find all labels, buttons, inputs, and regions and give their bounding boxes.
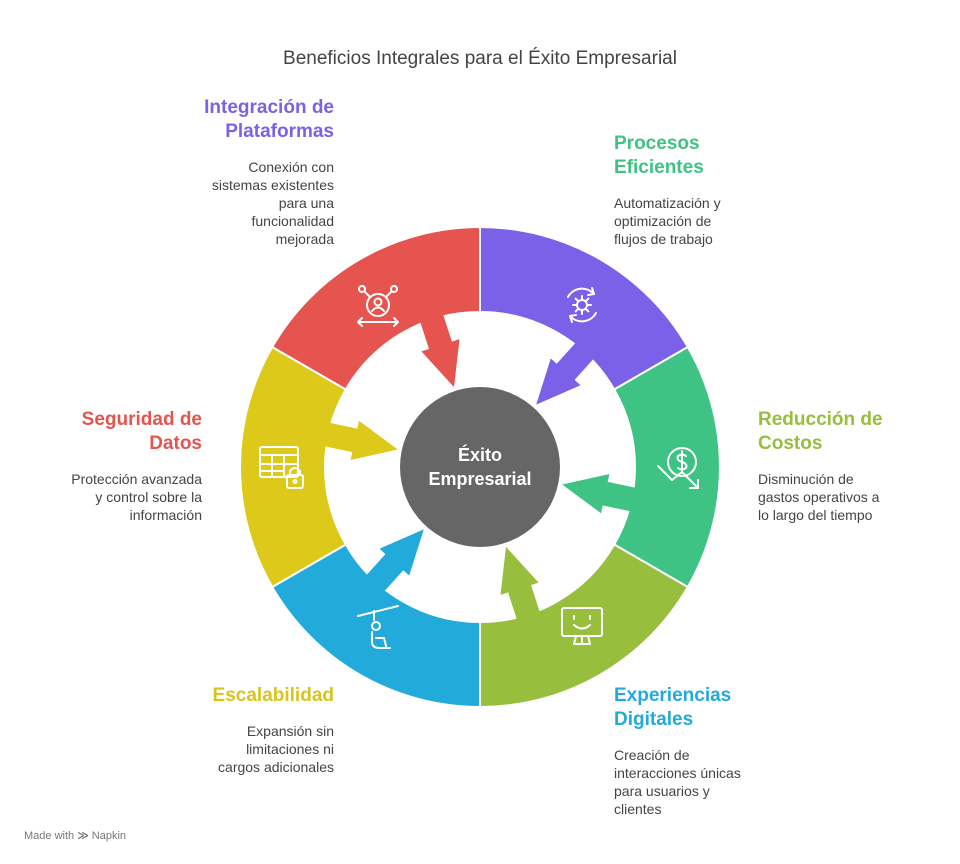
desc-line: para usuarios y [614, 783, 710, 799]
title-line: Datos [149, 433, 202, 454]
segment-description: Conexión con sistemas existentes para un… [114, 158, 334, 248]
desc-line: flujos de trabajo [614, 231, 713, 247]
center-line-2: Empresarial [428, 469, 532, 489]
gear-cycle-icon [567, 287, 597, 323]
title-line: Experiencias [614, 685, 732, 706]
desc-line: gastos operativos a [758, 489, 880, 505]
title-line: Integración de [204, 97, 334, 118]
title-line: Reducción de [758, 409, 883, 430]
title-line: Seguridad de [81, 409, 202, 430]
label-escalabilidad: Escalabilidad Expansión sin limitaciones… [114, 684, 334, 776]
segment-title: Procesos Eficientes [614, 132, 834, 180]
diagram-title: Beneficios Integrales para el Éxito Empr… [283, 48, 677, 69]
made-with-napkin: Made with ≫ Napkin [24, 829, 126, 842]
arrow-seguridad [419, 311, 460, 388]
label-experiencias-digitales: Experiencias Digitales Creación de inter… [614, 684, 834, 818]
segment-description: Protección avanzada y control sobre la i… [12, 470, 202, 524]
arrow-plataformas [536, 340, 596, 405]
ski-lift-icon [357, 605, 399, 649]
desc-line: cargos adicionales [218, 759, 334, 775]
segment-procesos [612, 345, 721, 589]
center-line-1: Éxito [457, 445, 502, 465]
label-reduccion-costos: Reducción de Costos Disminución de gasto… [758, 408, 948, 524]
desc-line: Protección avanzada [71, 471, 202, 487]
segment-title: Integración de Plataformas [114, 96, 334, 144]
desc-line: Conexión con [248, 159, 334, 175]
locked-table-icon [259, 446, 304, 489]
desc-line: limitaciones ni [246, 741, 334, 757]
dollar-down-icon [657, 447, 699, 489]
brand-name: Napkin [91, 830, 127, 842]
label-seguridad-datos: Seguridad de Datos Protección avanzada y… [12, 408, 202, 524]
title-line: Digitales [614, 709, 694, 730]
segment-description: Automatización y optimización de flujos … [614, 194, 834, 248]
desc-line: optimización de [614, 213, 712, 229]
desc-line: y control sobre la [95, 489, 202, 505]
segment-title: Seguridad de Datos [12, 408, 202, 456]
desc-line: Automatización y [614, 195, 721, 211]
segment-title: Reducción de Costos [758, 408, 948, 456]
arrow-digitales [364, 529, 424, 594]
arrow-escalabilidad [321, 420, 398, 460]
desc-line: Disminución de [758, 471, 854, 487]
arrow-procesos [562, 474, 639, 514]
title-line: Costos [758, 433, 823, 454]
desc-line: interacciones únicas [614, 765, 741, 781]
segment-description: Disminución de gastos operativos a lo la… [758, 470, 948, 524]
desc-line: lo largo del tiempo [758, 507, 873, 523]
title-line: Procesos [614, 133, 700, 154]
title-line: Escalabilidad [212, 685, 334, 706]
smiley-monitor-icon [561, 607, 603, 645]
center-circle [400, 387, 560, 547]
made-with-text: Made with [24, 830, 75, 842]
desc-line: sistemas existentes [211, 177, 334, 193]
desc-line: Creación de [614, 747, 690, 763]
user-network-icon [357, 285, 399, 327]
label-procesos-eficientes: Procesos Eficientes Automatización y opt… [614, 132, 834, 248]
arrow-costos [500, 546, 541, 623]
segment-escalabilidad [239, 345, 348, 589]
segment-description: Expansión sin limitaciones ni cargos adi… [114, 722, 334, 776]
segment-title: Escalabilidad [114, 684, 334, 708]
desc-line: clientes [614, 801, 662, 817]
title-line: Eficientes [614, 157, 704, 178]
napkin-logo-icon: ≫ [77, 830, 89, 842]
desc-line: mejorada [275, 231, 334, 247]
desc-line: funcionalidad [251, 213, 334, 229]
label-integracion-plataformas: Integración de Plataformas Conexión con … [114, 96, 334, 248]
title-line: Plataformas [225, 121, 334, 142]
segment-title: Experiencias Digitales [614, 684, 834, 732]
desc-line: para una [278, 195, 334, 211]
center-label: Éxito Empresarial [400, 443, 560, 491]
segment-description: Creación de interacciones únicas para us… [614, 746, 834, 818]
desc-line: Expansión sin [246, 723, 334, 739]
desc-line: información [129, 507, 202, 523]
